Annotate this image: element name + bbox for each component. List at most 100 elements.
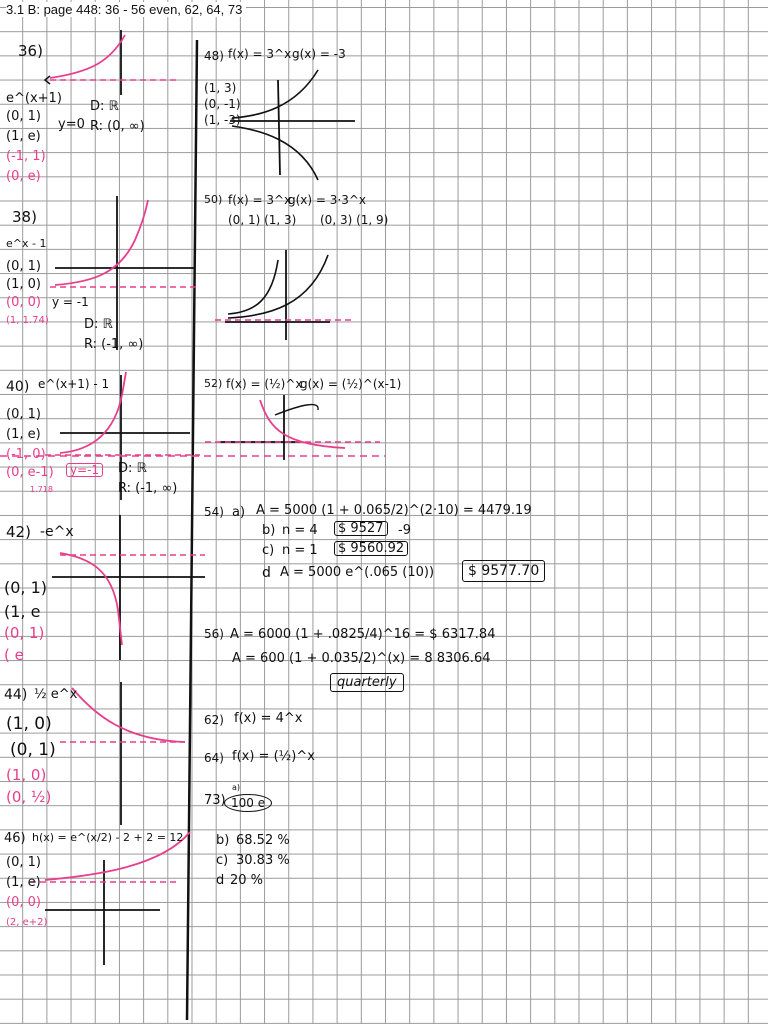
problem-42-point-2: (1, e (4, 602, 41, 621)
problem-40-point-3: (-1, 0) (6, 447, 46, 462)
problem-40-asymptote: y=-1 (66, 463, 104, 477)
graph-38 (50, 196, 200, 350)
problem-54-d-label: d (262, 565, 271, 581)
graph-40 (45, 371, 200, 500)
problem-46-number: 46) (4, 831, 26, 846)
problem-46-function: h(x) = e^(x/2) - 2 + 2 = 12 (32, 831, 184, 844)
problem-54-b-label: b) (262, 523, 276, 538)
problem-44-point-2: (0, 1) (10, 740, 56, 760)
problem-36-number: 36) (18, 42, 43, 60)
problem-40-point-4: (0, e-1) (6, 465, 54, 480)
problem-42-point-1: (0, 1) (4, 578, 48, 597)
problem-54-b: n = 4 (282, 523, 318, 538)
problem-36-asymptote: y=0 (58, 117, 85, 132)
problem-42-function: -e^x (40, 524, 74, 540)
problem-42-point-4: ( e (4, 646, 24, 664)
problem-36-function: e^(x+1) (6, 91, 62, 106)
problem-48-point-1: (1, 3) (204, 81, 237, 95)
problem-54-number: 54) (204, 505, 224, 519)
problem-48-point-3: (1, -3) (204, 113, 241, 127)
problem-73-d: 20 % (230, 873, 264, 888)
graph-46 (30, 831, 191, 965)
graph-52 (205, 395, 380, 460)
problem-62-f: f(x) = 4^x (234, 711, 303, 726)
problem-44-function: ½ e^x (34, 687, 78, 702)
problem-50-points-f: (0, 1) (1, 3) (228, 213, 297, 227)
problem-50-f: f(x) = 3^x (228, 193, 292, 207)
problem-52-f: f(x) = (½)^x (226, 377, 303, 391)
problem-73-b: 68.52 % (236, 833, 290, 848)
problem-40-function: e^(x+1) - 1 (38, 377, 110, 391)
problem-64-number: 64) (204, 751, 224, 765)
problem-73-c-label: c) (216, 853, 229, 868)
problem-36-point-1: (0, 1) (6, 109, 41, 124)
problem-54-c-value: $ 9560.92 (334, 541, 409, 556)
problem-54-d-value: $ 9577.70 (462, 560, 546, 582)
problem-56-line-1: A = 6000 (1 + .0825/4)^16 = $ 6317.84 (230, 627, 496, 642)
problem-54-a-label: a) (232, 505, 246, 520)
problem-36-point-2: (1, e) (6, 129, 41, 144)
problem-46-point-4: (2, e+2) (6, 917, 48, 928)
problem-36-range: R: (0, ∞) (90, 119, 145, 134)
graph-48 (230, 69, 355, 181)
problem-56-line-2: A = 600 (1 + 0.035/2)^(x) = 8 8306.64 (232, 651, 491, 666)
problem-48-g: g(x) = -3 (292, 47, 346, 61)
problem-40-point-1: (0, 1) (6, 407, 41, 422)
graph-36 (43, 30, 180, 95)
problem-73-b-label: b) (216, 833, 230, 848)
problem-36-point-3: (-1, 1) (6, 149, 46, 164)
problem-40-number: 40) (6, 379, 30, 395)
problem-36-point-4: (0, e) (6, 169, 41, 184)
problem-38-point-4: (1, 1.74) (6, 315, 49, 326)
problem-40-domain: D: ℝ (118, 461, 147, 476)
graph-42 (52, 515, 205, 660)
problem-50-number: 50) (204, 193, 223, 206)
problem-46-point-3: (0, 0) (6, 895, 41, 910)
problem-52-g: g(x) = (½)^(x-1) (300, 377, 402, 391)
problem-48-point-2: (0, -1) (204, 97, 241, 111)
problem-62-number: 62) (204, 713, 224, 727)
problem-64-f: f(x) = (½)^x (232, 749, 315, 764)
divider-line (185, 39, 199, 1021)
problem-50-points-g: (0, 3) (1, 9) (320, 213, 389, 227)
problem-38-function: e^x - 1 (6, 237, 47, 250)
problem-54-c: n = 1 (282, 543, 318, 558)
problem-54-c-label: c) (262, 543, 275, 558)
graph-50 (215, 250, 355, 340)
problem-48-number: 48) (204, 49, 224, 63)
problem-44-point-3: (1, 0) (6, 766, 47, 784)
problem-42-number: 42) (6, 523, 31, 541)
problem-54-a: A = 5000 (1 + 0.065/2)^(2·10) = 4479.19 (256, 503, 532, 518)
problem-40-point-2: (1, e) (6, 427, 41, 442)
problem-54-d: A = 5000 e^(.065 (10)) (280, 565, 435, 580)
problem-46-point-1: (0, 1) (6, 855, 41, 870)
problem-38-asymptote: y = -1 (52, 295, 89, 309)
problem-73-number: 73) (204, 793, 226, 808)
problem-46-point-2: (1, e) (6, 875, 41, 890)
page-header: 3.1 B: page 448: 36 - 56 even, 62, 64, 7… (6, 2, 247, 17)
problem-38-point-2: (1, 0) (6, 277, 41, 292)
problem-56-answer: quarterly (330, 673, 404, 692)
problem-40-point-5: 1.718 (30, 485, 53, 494)
problem-38-point-1: (0, 1) (6, 259, 41, 274)
problem-44-point-4: (0, ½) (6, 788, 52, 806)
problem-73-d-label: d (216, 873, 225, 888)
problem-40-range: R: (-1, ∞) (118, 481, 178, 496)
problem-38-range: R: (-1, ∞) (84, 337, 144, 352)
problem-38-number: 38) (12, 208, 37, 226)
problem-52-number: 52) (204, 377, 223, 390)
problem-54-b-extra: -9 (398, 523, 411, 538)
problem-38-domain: D: ℝ (84, 317, 113, 332)
problem-50-g: g(x) = 3·3^x (288, 193, 367, 207)
problem-44-point-1: (1, 0) (6, 714, 52, 734)
problem-42-point-3: (0, 1) (4, 624, 45, 642)
graph-44 (60, 682, 186, 825)
problem-38-point-3: (0, 0) (6, 295, 41, 310)
problem-48-f: f(x) = 3^x (228, 47, 292, 61)
problem-73-c: 30.83 % (236, 853, 290, 868)
problem-56-number: 56) (204, 627, 224, 641)
problem-54-b-value: $ 9527 (334, 521, 388, 536)
problem-73-a-label: a) (232, 783, 241, 792)
